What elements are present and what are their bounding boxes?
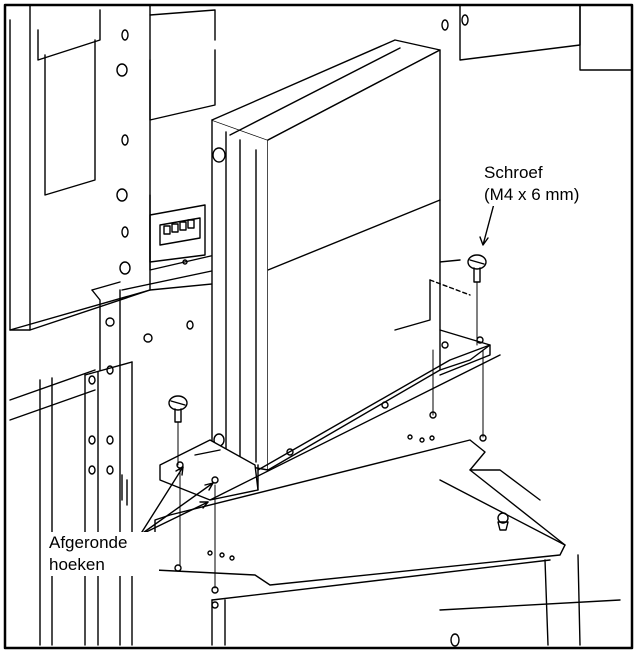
corner-arrows <box>139 466 214 536</box>
screw-label-line2: (M4 x 6 mm) <box>484 185 580 204</box>
connector-block <box>149 204 206 265</box>
corners-label-line2: hoeken <box>49 555 105 574</box>
mounting-bracket <box>159 279 501 501</box>
corners-label-line1: Afgeronde <box>49 533 128 552</box>
main-unit <box>211 39 441 471</box>
screw-label-line1: Schroef <box>484 163 543 182</box>
screw-callout-label: Schroef (M4 x 6 mm) <box>484 162 616 206</box>
lower-cabinet <box>211 554 621 647</box>
rounded-corners-callout-label: Afgeronde hoeken <box>49 532 159 576</box>
screw-right <box>467 199 496 346</box>
rack-rail-left <box>39 281 133 646</box>
screw-left <box>168 395 188 466</box>
